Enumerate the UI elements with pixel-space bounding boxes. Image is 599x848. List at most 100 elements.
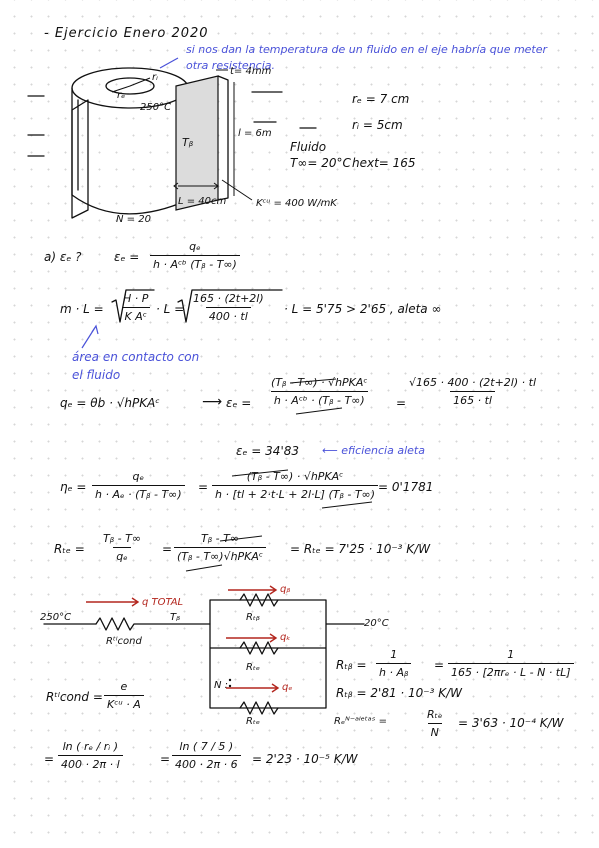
ef2-den: h · Aᶜᵇ · (Tᵦ - T∞) [270, 391, 368, 407]
rtb-den: h · Aᵦ [376, 663, 412, 679]
eta-fraction2: (Tᵦ - T∞) · √hPKAᶜ h · [tl + 2·t·L + 2l·… [212, 470, 379, 501]
eta-eq: = [198, 480, 209, 494]
kcu-label: Kᶜᵘ = 400 W/mK [256, 198, 337, 209]
rtf-num2: Tᵦ - T∞ [201, 532, 239, 545]
rcond-lhs: Rᵗˡcond = [46, 690, 103, 704]
ef2-rnum: √165 · 400 · (2t+2l) · tl [409, 376, 537, 389]
ef2-lhs: εₑ = [226, 396, 252, 410]
eta-fraction: qₑ h · Aₑ · (Tᵦ - T∞) [92, 470, 185, 501]
rtf-circuit-label: Rₜₑ [246, 662, 261, 673]
ef2-fraction: (Tᵦ - T∞) · √hPKAᶜ h · Aᶜᵇ · (Tᵦ - T∞) [268, 376, 370, 407]
rcond-label: Rᵗˡcond [106, 636, 142, 647]
rtb-fraction2: 1 165 · [2πrₑ · L - N · tL] [448, 648, 574, 679]
t20-label: 20°C [364, 618, 389, 629]
rtf2-circuit-label: Rₜₑ [246, 716, 261, 727]
rf-num: Rₜₑ [427, 708, 443, 721]
part-a-label: a) εₑ ? [44, 250, 82, 264]
ri-label: rᵢ [152, 72, 158, 83]
ef-note: ⟵ eficiencia aleta [322, 444, 425, 457]
rtf-fraction2: Tᵦ - T∞ (Tᵦ - T∞)√hPKAᶜ [174, 532, 266, 563]
rtf-eq: = [162, 542, 173, 556]
rcond-fraction1: ln ( rₑ / rᵢ ) 400 · 2π · l [58, 740, 123, 771]
qk-label: qₖ [280, 632, 291, 643]
ml-mid: · L = [156, 302, 185, 316]
eta-value: = 0'1781 [378, 480, 434, 494]
rtf-value: = Rₜₑ = 7'25 · 10⁻³ K/W [290, 542, 431, 556]
rtb-num2: 1 [507, 648, 515, 661]
t250-label: 250°C [40, 612, 72, 623]
blue-note: si nos dan la temperatura de un fluido e… [186, 43, 548, 72]
ml-lhs: m · L = [60, 302, 104, 316]
ef2-rden: 165 · tl [450, 391, 495, 407]
rcond-num2: ln ( 7 / 5 ) [179, 740, 234, 753]
ef-num: qₑ [189, 240, 201, 253]
rf-den: N [427, 723, 442, 739]
q-total-label: q TOTAL [142, 597, 184, 608]
n-circuit-label: N : [214, 680, 229, 691]
rcond-den1: 400 · 2π · l [58, 755, 123, 771]
qf-formula: qₑ = θb · √hPKAᶜ [60, 396, 160, 410]
rtb-num: 1 [390, 648, 398, 661]
rtb-value: Rₜᵦ = 2'81 · 10⁻³ K/W [336, 686, 463, 700]
eta-den2: h · [tl + 2·t·L + 2l·L] (Tᵦ - T∞) [212, 485, 379, 501]
ef-value: εₑ = 34'83 [236, 444, 300, 458]
rcond-fraction: e Kᶜᵘ · A [104, 680, 144, 711]
rcond-den2: 400 · 2π · 6 [172, 755, 241, 771]
eta-den: h · Aₑ · (Tᵦ - T∞) [92, 485, 185, 501]
ef2-eq: = [396, 396, 407, 410]
rtf-fraction: Tᵦ - T∞ qₑ [100, 532, 144, 563]
rcond-den: Kᶜᵘ · A [104, 695, 144, 711]
ef-lhs: εₑ = [114, 250, 140, 264]
tb-label: Tᵦ [182, 136, 194, 149]
ml-sqrt2-num: 165 · (2t+2l) [193, 292, 264, 305]
fluid-label: Fluido [290, 140, 327, 154]
n-label: N = 20 [116, 214, 151, 225]
rtf-num: Tᵦ - T∞ [103, 532, 141, 545]
re-label: rₑ [117, 90, 126, 101]
rf-lhs: Rₑᴺ⁻ᵃˡᵉᵗᵃˢ = [334, 716, 388, 727]
fin-thickness-label: t= 4mm [230, 66, 272, 77]
eta-lhs: ηₑ = [60, 480, 87, 494]
area-note: área en contacto con el fluido [72, 350, 200, 382]
rcond-eq2: = [160, 752, 171, 766]
tinf-value: T∞= 20°C [290, 156, 351, 170]
base-temp-label: 250°C [140, 102, 172, 113]
rcond-num: e [120, 680, 128, 693]
ml-result: · L = 5'75 > 2'65 , aleta ∞ [284, 302, 442, 316]
ml-sqrt1-num: H · P [123, 292, 149, 305]
h-value: hext= 165 [352, 156, 416, 170]
rtf-lhs: Rₜₑ = [54, 542, 85, 556]
ml-sqrt1: H · P K Aᶜ [120, 292, 151, 323]
ml-sqrt2: 165 · (2t+2l) 400 · tl [190, 292, 267, 323]
arrow: ⟶ [202, 394, 223, 410]
rtf-den: qₑ [113, 547, 131, 563]
rcond-value: = 2'23 · 10⁻⁵ K/W [252, 752, 358, 766]
eta-num2: (Tᵦ - T∞) · √hPKAᶜ [246, 470, 344, 483]
qf-circuit-label: qₑ [282, 682, 293, 693]
rtb-lhs: Rₜᵦ = [336, 658, 367, 672]
rtb-fraction: 1 h · Aᵦ [376, 648, 412, 679]
l-label: l = 6m [238, 128, 272, 139]
tb-node-label: Tᵦ [170, 612, 181, 623]
rtb-den2: 165 · [2πrₑ · L - N · tL] [448, 663, 574, 679]
ef-fraction: qₑ h · Aᶜᵇ (Tᵦ - T∞) [150, 240, 240, 271]
rf-fraction: Rₜₑ N [424, 708, 445, 739]
rcond-eq: = [44, 752, 55, 766]
re-value: rₑ = 7 cm [352, 92, 410, 106]
ef2-right-fraction: √165 · 400 · (2t+2l) · tl 165 · tl [406, 376, 539, 407]
rtb-label: Rₜᵦ [246, 612, 260, 623]
ef-den: h · Aᶜᵇ (Tᵦ - T∞) [150, 255, 240, 271]
rtb-eq: = [434, 658, 445, 672]
rcond-fraction2: ln ( 7 / 5 ) 400 · 2π · 6 [172, 740, 241, 771]
ml-sqrt1-den: K Aᶜ [121, 307, 150, 323]
qb-label: qᵦ [280, 584, 291, 595]
rf-value: = 3'63 · 10⁻⁴ K/W [458, 716, 564, 730]
rcond-num1: ln ( rₑ / rᵢ ) [62, 740, 119, 753]
ri-value: rᵢ = 5cm [352, 118, 403, 132]
ef2-num: (Tᵦ - T∞) · √hPKAᶜ [271, 376, 368, 389]
rtf-den2: (Tᵦ - T∞)√hPKAᶜ [174, 547, 266, 563]
eta-num: qₑ [132, 470, 145, 483]
ml-sqrt2-den: 400 · tl [205, 307, 251, 323]
